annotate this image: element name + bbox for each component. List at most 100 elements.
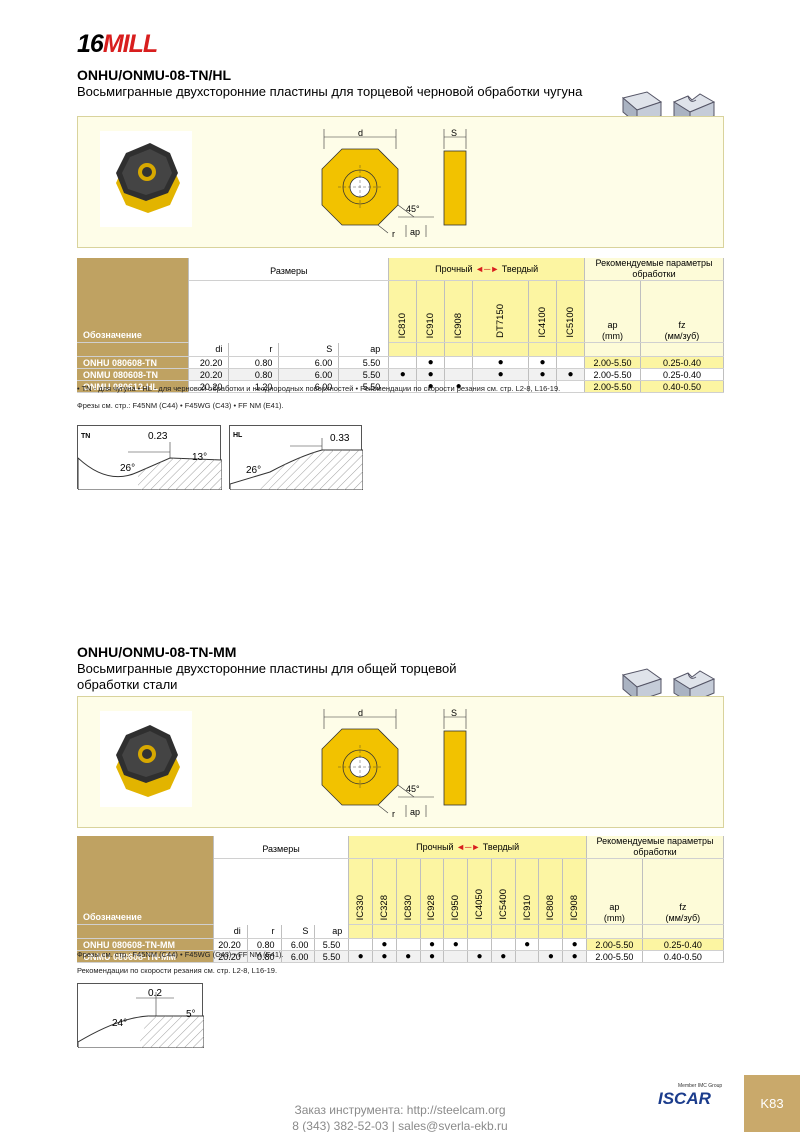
- section1-subtitle: Восьмигранные двухсторонние пластины для…: [77, 84, 583, 99]
- grade-mark-cell: [538, 938, 564, 951]
- grade-mark-cell: [472, 380, 530, 393]
- di-cell: 20.20: [188, 356, 230, 369]
- s-cell: 6.00: [278, 368, 340, 381]
- grade-mark-cell: [444, 356, 474, 369]
- col-fz: fz: [679, 902, 687, 912]
- s-cell: 6.00: [278, 356, 340, 369]
- grade-mark-cell: ●: [491, 950, 516, 963]
- angle-label: 45°: [406, 784, 420, 794]
- profile-mm-dim: 0.2: [148, 988, 162, 999]
- section2-spec-table: Обозначение Размеры Прочный ◄─► Твердый …: [77, 836, 725, 963]
- ap-cell: 5.50: [338, 356, 390, 369]
- ap-rec-cell: 2.00-5.50: [586, 950, 643, 963]
- grade-mark-cell: [556, 380, 586, 393]
- grade-tough: Прочный: [435, 264, 473, 274]
- col-ap: ap: [338, 342, 390, 357]
- section1-title: ONHU/ONMU-08-TN/HL: [77, 67, 231, 83]
- grade-mark-cell: [556, 356, 586, 369]
- col-di: di: [213, 924, 248, 939]
- r-cell: 0.80: [228, 356, 280, 369]
- section2-subtitle-line1: Восьмигранные двухсторонние пластины для…: [77, 661, 457, 676]
- dim-ap-label: ap: [410, 807, 420, 817]
- profile-mm-angle2: 5°: [186, 1009, 196, 1020]
- di-cell: 20.20: [188, 368, 230, 381]
- col-fz: fz: [678, 320, 686, 330]
- grade-ic330: IC330: [355, 894, 367, 920]
- grade-mark-cell: [388, 356, 418, 369]
- grade-mark-cell: ●: [528, 356, 558, 369]
- col-designation: Обозначение: [83, 912, 142, 922]
- grade-ic950: IC950: [450, 894, 462, 920]
- fz-cell: 0.25-0.40: [640, 356, 725, 369]
- profile-hl-dim: 0.33: [330, 433, 350, 444]
- grade-mark-cell: ●: [538, 950, 564, 963]
- profile-hl-label: HL: [233, 432, 243, 439]
- grade-ic928: IC928: [426, 894, 438, 920]
- profile-tn-label: TN: [81, 433, 90, 440]
- ap-cell: 5.50: [338, 380, 390, 393]
- grade-mark-cell: ●: [515, 938, 540, 951]
- profile-hl: HL 0.33 26°: [229, 425, 364, 491]
- insert-technical-drawing: d 45° r ap: [321, 708, 434, 819]
- s-cell: 6.00: [278, 380, 340, 393]
- grade-mark-cell: [348, 938, 374, 951]
- grade-mark-cell: [396, 938, 421, 951]
- fz-cell: 0.25-0.40: [642, 938, 725, 951]
- grade-mark-cell: ●: [444, 380, 474, 393]
- designation-cell: ONMU 080612-HL: [77, 380, 190, 393]
- section1-note2: Фрезы см. стр.: F45NM (C44) • F45WG (C43…: [77, 401, 284, 410]
- grade-mark-cell: ●: [416, 368, 446, 381]
- insert-image: [116, 143, 180, 213]
- grade-mark-cell: [528, 380, 558, 393]
- di-cell: 20.20: [213, 938, 248, 951]
- grade-mark-cell: ●: [562, 938, 588, 951]
- rec-header: Рекомендуемые параметры обработки: [586, 836, 724, 859]
- profile-mm: 0.2 24° 5°: [77, 983, 205, 1049]
- iscar-tag: Member IMC Group: [678, 1083, 723, 1089]
- profile-mm-angle1: 24°: [112, 1018, 127, 1029]
- col-s: S: [281, 924, 316, 939]
- grade-ic908: IC908: [569, 894, 581, 920]
- dim-s-label: S: [451, 708, 457, 718]
- profile-tn-dim: 0.23: [148, 431, 168, 442]
- fz-cell: 0.40-0.50: [640, 380, 725, 393]
- insert-photo: [100, 131, 192, 227]
- section1-note1: • TN - для чугуна • HL - для черновой об…: [77, 384, 561, 393]
- ap-rec-cell: 2.00-5.50: [584, 380, 641, 393]
- dim-d-label: d: [358, 128, 363, 138]
- dim-s-label: S: [451, 128, 457, 138]
- section1-spec-table: Обозначение Размеры Прочный ◄─► Твердый …: [77, 258, 725, 393]
- r-cell: 1.20: [228, 380, 280, 393]
- di-cell: 20.20: [213, 950, 248, 963]
- grade-mark-cell: ●: [556, 368, 586, 381]
- r-cell: 0.80: [247, 950, 282, 963]
- grade-mark-cell: ●: [396, 950, 421, 963]
- page-number: K83: [744, 1075, 800, 1132]
- rec-header: Рекомендуемые параметры обработки: [584, 258, 724, 281]
- dim-r-label: r: [392, 809, 395, 819]
- col-s: S: [278, 342, 340, 357]
- grade-ic910: IC910: [425, 312, 437, 338]
- grade-tough: Прочный: [416, 842, 454, 852]
- grade-mark-cell: ●: [528, 368, 558, 381]
- grade-ic5400: IC5400: [497, 889, 509, 920]
- ap-cell: 5.50: [338, 368, 390, 381]
- profile-tn-angle1: 26°: [120, 463, 135, 474]
- grade-mark-cell: ●: [348, 950, 374, 963]
- grade-mark-cell: ●: [562, 950, 588, 963]
- insert-technical-drawing: d 45° r ap: [321, 128, 434, 239]
- section2-title: ONHU/ONMU-08-TN-MM: [77, 644, 237, 660]
- col-ap-rec: ap: [609, 902, 620, 912]
- col-designation: Обозначение: [83, 330, 142, 340]
- dim-r-label: r: [392, 229, 395, 239]
- section2-subtitle-line2: обработки стали: [77, 677, 178, 692]
- grade-ic4050: IC4050: [474, 889, 486, 920]
- grade-ic810: IC810: [397, 312, 409, 338]
- grade-mark-cell: ●: [472, 368, 530, 381]
- col-r: r: [247, 924, 282, 939]
